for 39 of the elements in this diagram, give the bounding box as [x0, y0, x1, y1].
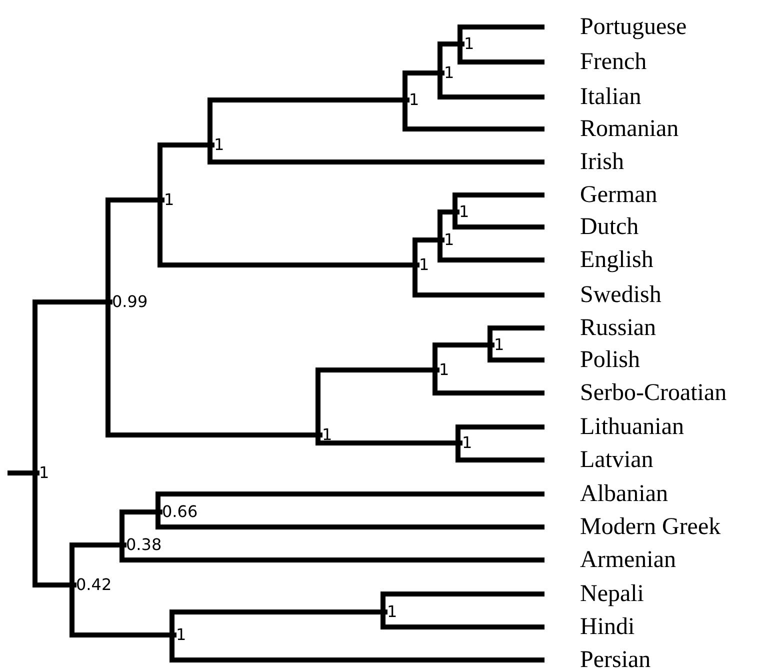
- support-value: 1: [320, 426, 332, 444]
- support-value: 1: [37, 464, 50, 482]
- support-value: 1: [162, 191, 174, 209]
- taxon-label: Modern Greek: [542, 513, 721, 541]
- taxon-label: Polish: [542, 346, 640, 374]
- support-value: 1: [457, 203, 470, 221]
- support-value: 1: [442, 64, 454, 82]
- taxon-label: German: [542, 181, 658, 209]
- support-value: 1: [174, 626, 186, 644]
- taxon-label: Dutch: [542, 213, 639, 241]
- taxon-label: Persian: [542, 646, 651, 670]
- taxon-label: Romanian: [542, 115, 679, 143]
- support-value: 0.99: [110, 293, 148, 311]
- support-value: 1: [437, 361, 450, 379]
- taxon-label: Serbo-Croatian: [542, 379, 727, 407]
- support-value: 0.66: [160, 503, 198, 521]
- taxon-label: French: [542, 48, 647, 76]
- taxon-label: Swedish: [542, 281, 662, 309]
- taxon-label: Portuguese: [542, 13, 687, 41]
- support-value: 1: [462, 35, 474, 53]
- support-value: 1: [417, 256, 430, 274]
- taxon-label: Latvian: [542, 446, 654, 474]
- taxon-label: Italian: [542, 83, 642, 111]
- support-value: 1: [385, 603, 398, 621]
- support-value: 0.38: [124, 536, 162, 554]
- support-value: 1: [492, 336, 504, 354]
- taxon-label: Albanian: [542, 480, 668, 508]
- support-value: 1: [442, 231, 454, 249]
- taxon-label: Irish: [542, 148, 624, 176]
- taxon-label: Russian: [542, 314, 656, 342]
- taxon-label: English: [542, 246, 654, 274]
- taxon-label: Nepali: [542, 580, 644, 608]
- support-value: 1: [407, 91, 420, 109]
- taxon-label: Hindi: [542, 613, 635, 641]
- support-value: 1: [460, 434, 472, 452]
- support-value: 0.42: [74, 576, 112, 594]
- taxon-label: Armenian: [542, 546, 676, 574]
- support-value: 1: [212, 136, 224, 154]
- taxon-label: Lithuanian: [542, 413, 684, 441]
